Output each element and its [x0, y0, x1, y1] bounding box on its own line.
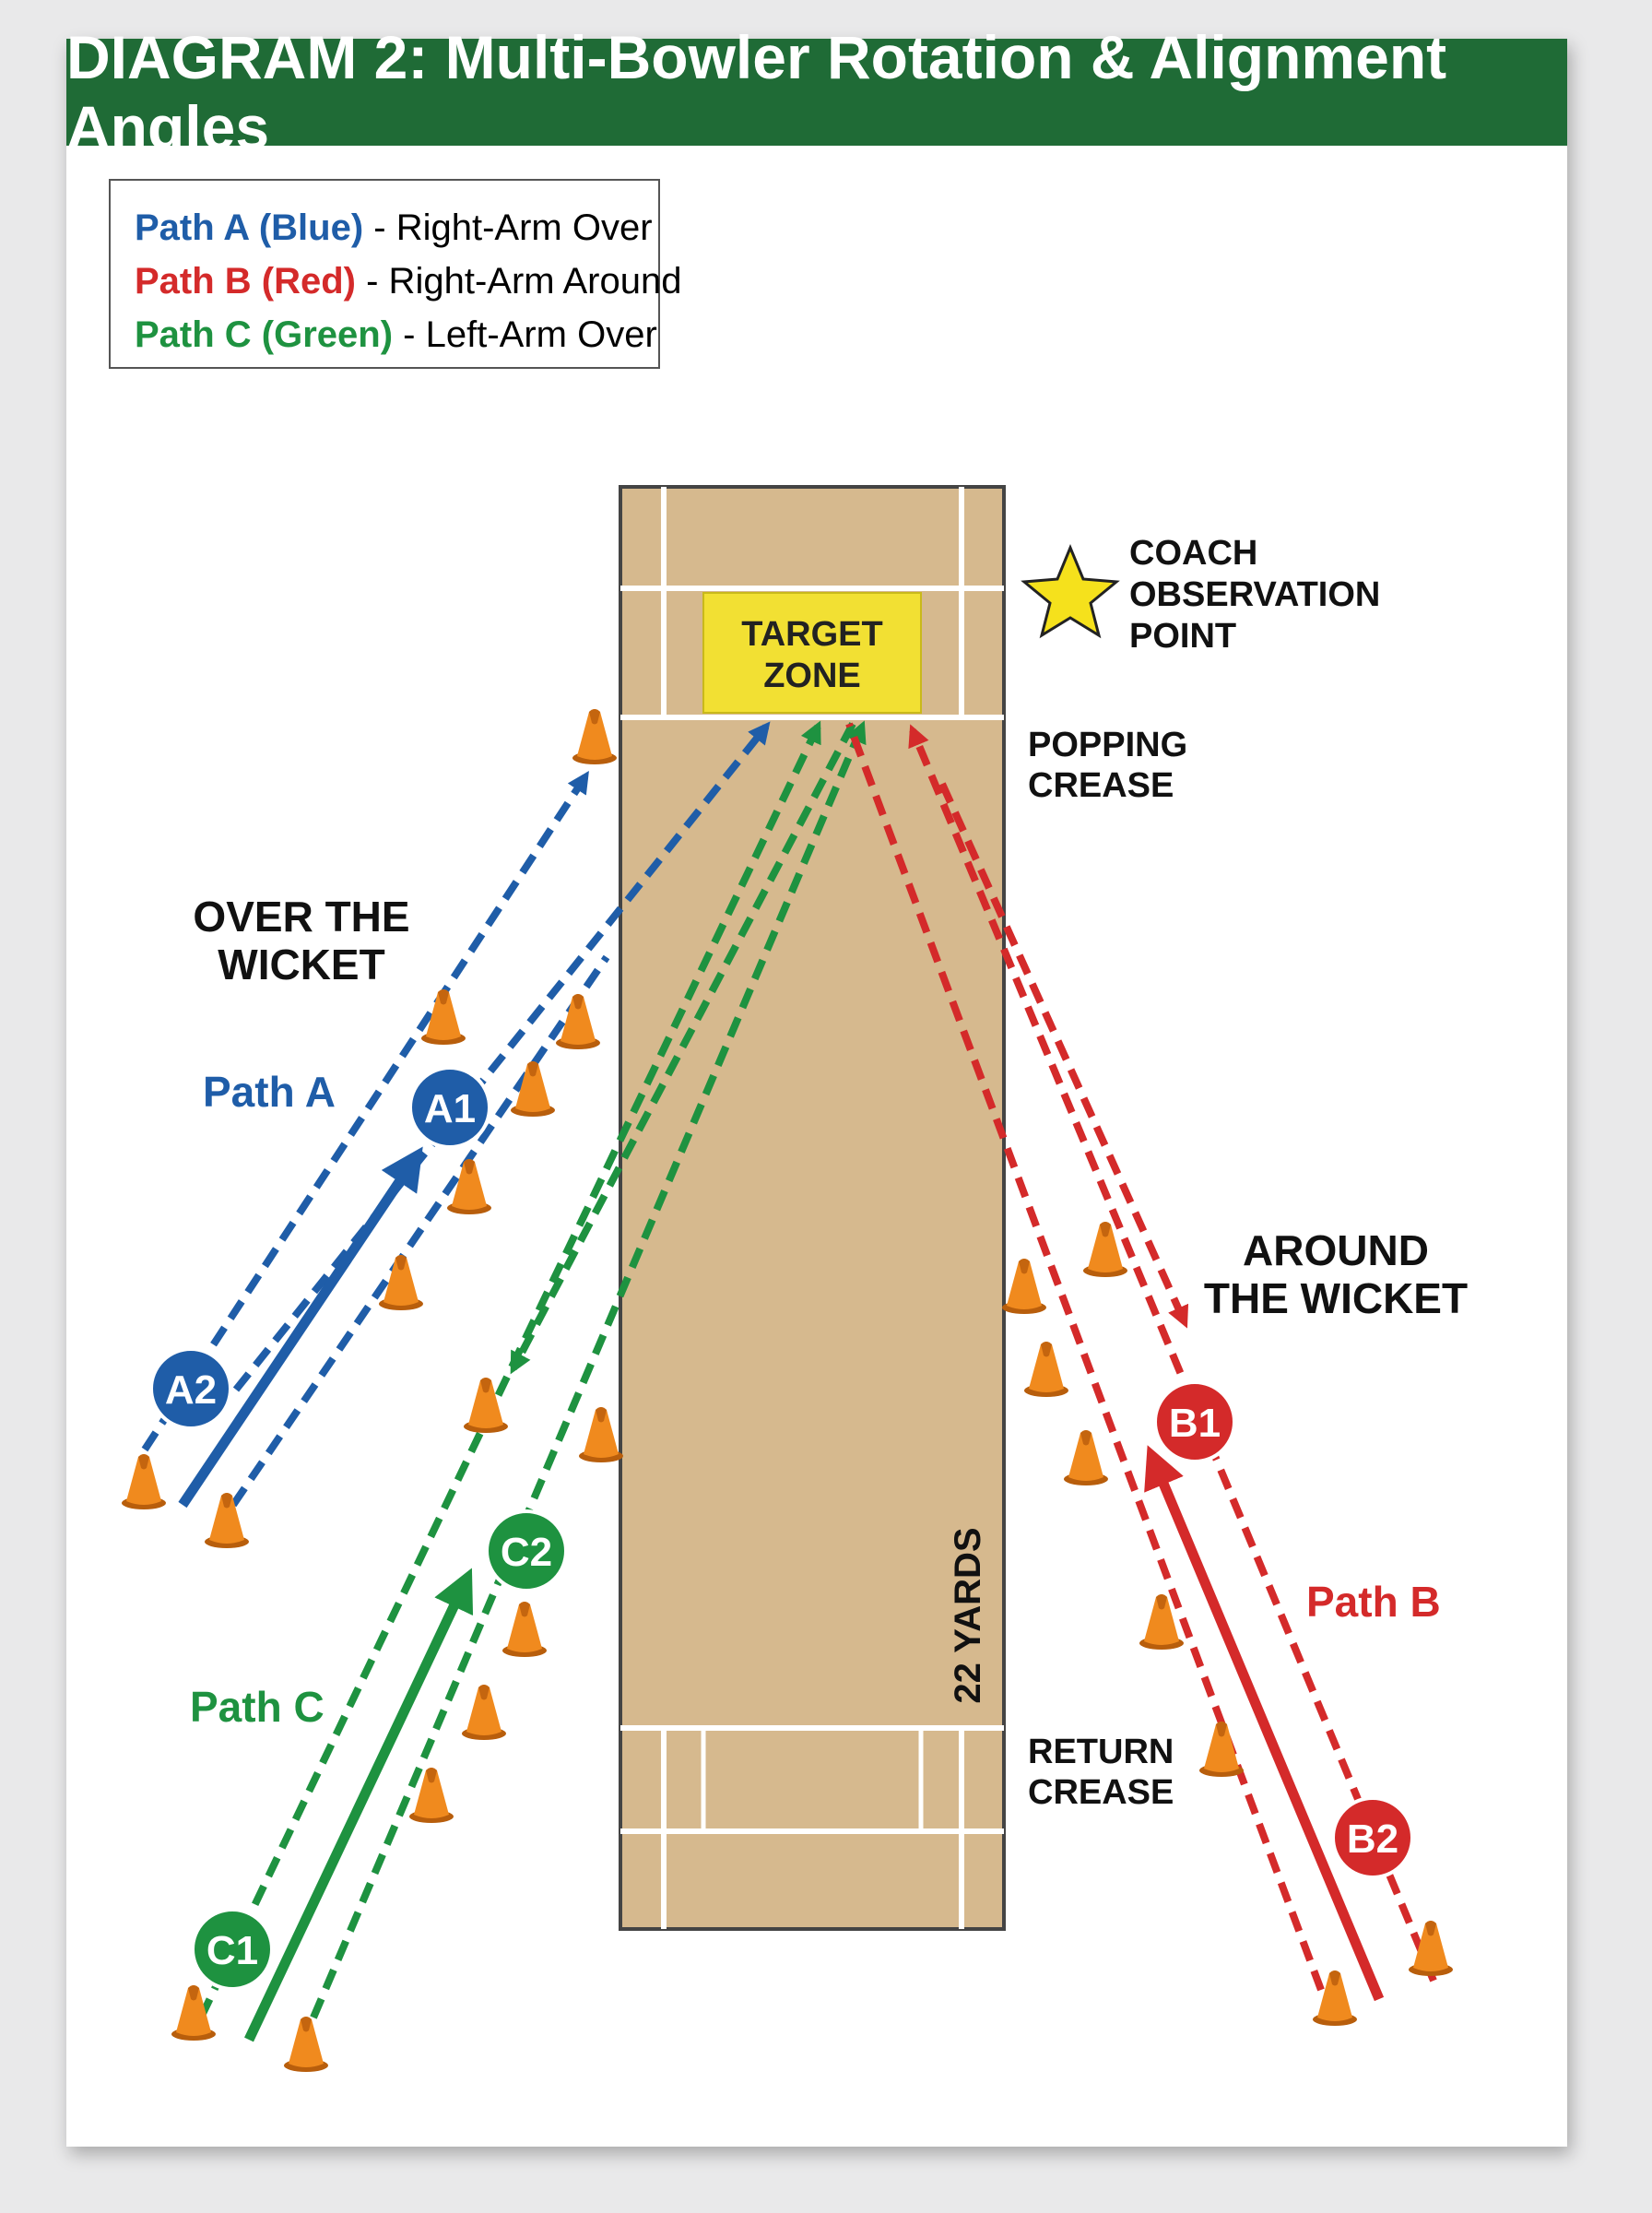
- path-b-label: Path B: [1306, 1578, 1441, 1626]
- bowler-a1-label: A1: [424, 1086, 476, 1131]
- cone-icon: [1083, 1222, 1127, 1277]
- return-crease-label-1: RETURN: [1028, 1733, 1174, 1771]
- pitch: [619, 485, 1006, 1931]
- cone-icon: [1409, 1921, 1453, 1976]
- cone-icon: [572, 709, 617, 764]
- cone-icon: [171, 1985, 216, 2041]
- cone-icon: [1199, 1722, 1244, 1777]
- coach-label-1: COACH: [1129, 534, 1257, 573]
- bowler-b2: B2: [1331, 1796, 1414, 1879]
- target-zone-label-2: ZONE: [763, 657, 861, 695]
- target-zone: [702, 592, 922, 714]
- bowler-b2-label: B2: [1347, 1817, 1398, 1862]
- cone-icon: [556, 994, 600, 1049]
- path-c-label: Path C: [190, 1683, 324, 1731]
- bowler-c2: C2: [485, 1509, 568, 1592]
- cone-icon: [502, 1602, 547, 1657]
- bowler-markers: A1 A2 C2 C1 B1 B2: [149, 1066, 1414, 1991]
- title-bar: DIAGRAM 2: Multi-Bowler Rotation & Align…: [66, 23, 1567, 161]
- bowler-a2: A2: [149, 1347, 232, 1430]
- popping-crease-label-2: CREASE: [1028, 766, 1174, 805]
- path-c-lines: [197, 720, 867, 2042]
- path-a-label: Path A: [203, 1068, 336, 1116]
- legend: Path A (Blue) - Right-Arm Over Path B (R…: [109, 179, 681, 369]
- bowler-a1: A1: [408, 1066, 491, 1149]
- star-icon: [1021, 544, 1120, 639]
- cone-icon: [579, 1407, 623, 1462]
- target-zone-label-1: TARGET: [741, 615, 882, 654]
- cone-icon: [1064, 1430, 1108, 1485]
- legend-key-a: Path A (Blue): [135, 207, 364, 248]
- legend-desc-a: - Right-Arm Over: [373, 207, 653, 248]
- cone-icon: [1024, 1342, 1068, 1397]
- path-a-lines: [141, 721, 771, 1509]
- coach-label-3: POINT: [1129, 617, 1236, 656]
- around-the-wicket-label-2: THE WICKET: [1204, 1274, 1468, 1322]
- legend-desc-b: - Right-Arm Around: [366, 261, 682, 302]
- yards-label: 22 YARDS: [948, 1527, 988, 1703]
- coach-label-2: OBSERVATION: [1129, 575, 1380, 614]
- legend-key-c: Path C (Green): [135, 314, 394, 355]
- bowler-c1: C1: [191, 1908, 274, 1991]
- legend-desc-c: - Left-Arm Over: [403, 314, 657, 355]
- over-the-wicket-label-1: OVER THE: [193, 893, 409, 941]
- return-crease-label-2: CREASE: [1028, 1773, 1174, 1812]
- cone-icon: [284, 2017, 328, 2072]
- legend-item-b: Path B (Red) - Right-Arm Around: [135, 254, 681, 308]
- bowler-b1: B1: [1153, 1380, 1236, 1463]
- bowler-c1-label: C1: [206, 1928, 258, 1973]
- cone-icon: [205, 1493, 249, 1548]
- bowler-a2-label: A2: [165, 1367, 217, 1413]
- cone-icon: [1002, 1259, 1046, 1314]
- path-b-lines: [845, 722, 1437, 2002]
- diagram-labels: TARGET ZONE COACH OBSERVATION POINT POPP…: [190, 534, 1468, 1812]
- popping-crease-label-1: POPPING: [1028, 726, 1187, 764]
- around-the-wicket-label-1: AROUND: [1243, 1226, 1429, 1274]
- page-title: DIAGRAM 2: Multi-Bowler Rotation & Align…: [66, 23, 1447, 161]
- cone-icon: [122, 1454, 166, 1509]
- bowler-c2-label: C2: [501, 1530, 552, 1575]
- cone-icon: [462, 1685, 506, 1740]
- legend-key-b: Path B (Red): [135, 261, 356, 302]
- legend-item-c: Path C (Green) - Left-Arm Over: [135, 308, 657, 361]
- legend-item-a: Path A (Blue) - Right-Arm Over: [135, 201, 653, 254]
- bowler-b1-label: B1: [1169, 1401, 1221, 1446]
- over-the-wicket-label-2: WICKET: [218, 941, 384, 988]
